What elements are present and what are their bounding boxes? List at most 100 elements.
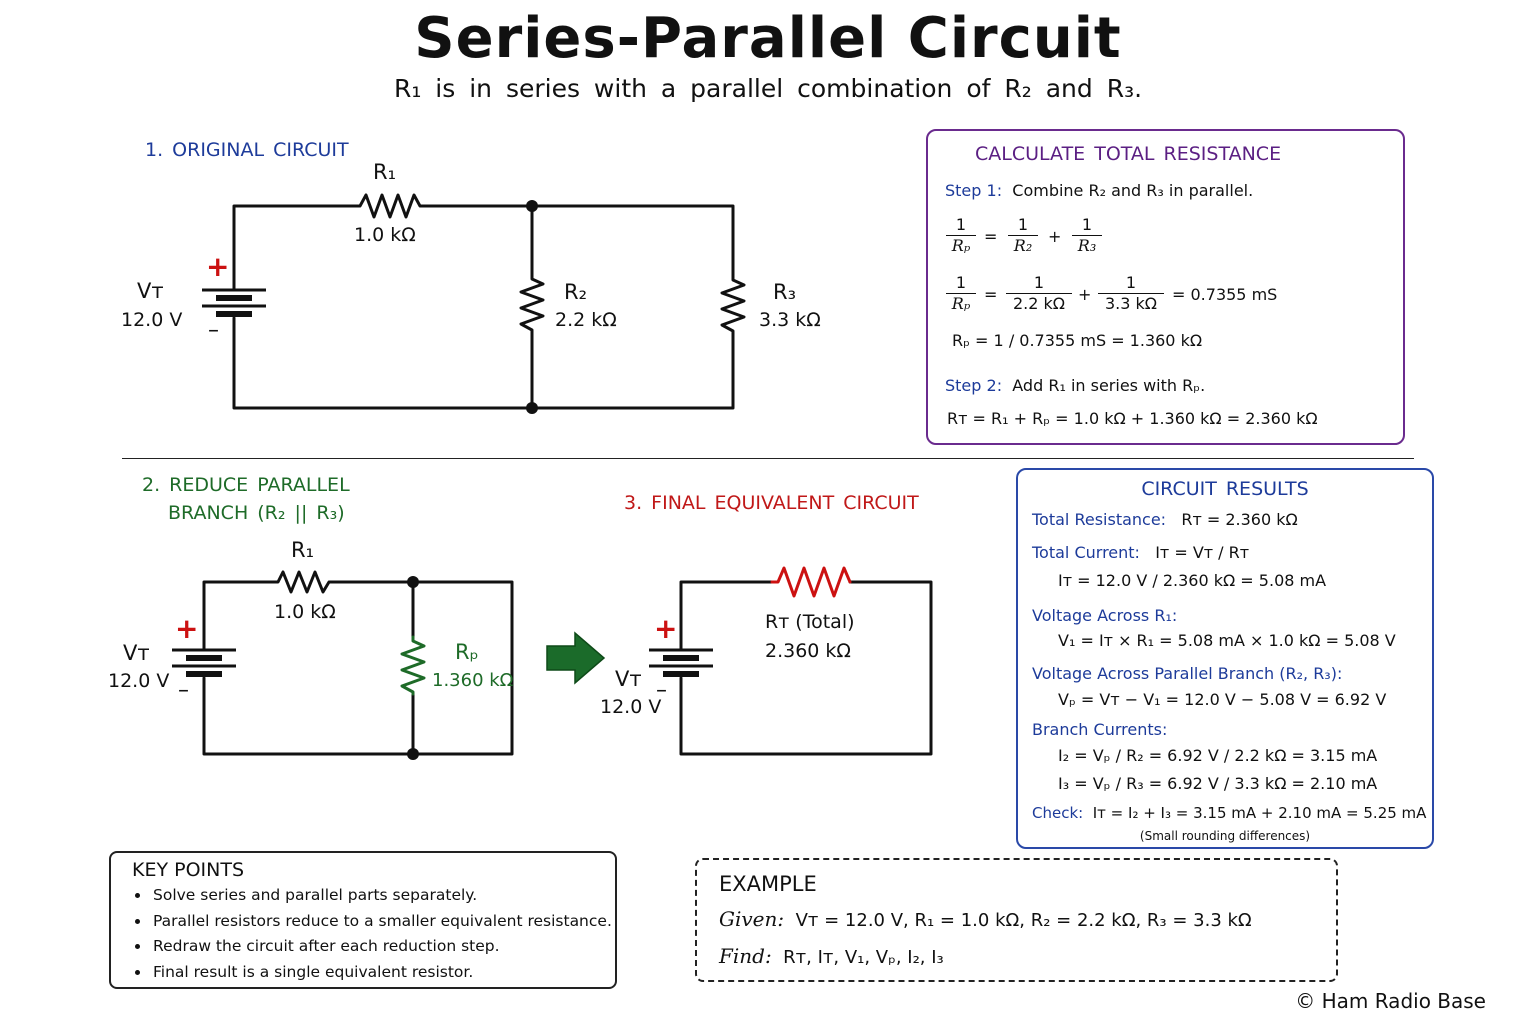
results-v-par-label: Voltage Across Parallel Branch (R₂, R₃): <box>1032 664 1343 683</box>
c3-resistor-rt <box>770 566 852 598</box>
calc-eq1-den-r2: R₂ <box>1008 235 1038 255</box>
c3-source-label: Vᴛ <box>615 667 642 691</box>
c2-rp-label: Rₚ <box>455 640 479 664</box>
c2-junction-top <box>407 576 419 588</box>
c1-wire-bottom <box>232 316 735 410</box>
c3-rt-label: Rᴛ (Total) <box>765 611 855 633</box>
key-points-heading: KEY POINTS <box>132 859 245 881</box>
section-reduce-title-line1: 2. REDUCE PARALLEL <box>142 474 350 496</box>
key-points-list: Solve series and parallel parts separate… <box>131 883 612 985</box>
calc-eq2-frac-r2: 1 2.2 kΩ <box>1006 273 1072 313</box>
c1-r3-label: R₃ <box>773 280 797 304</box>
results-heading: CIRCUIT RESULTS <box>1141 478 1309 500</box>
c1-resistor-r2 <box>519 273 545 336</box>
c1-junction-bottom <box>526 402 538 414</box>
c3-battery-symbol <box>649 648 713 677</box>
c1-r2-label: R₂ <box>564 280 588 304</box>
c2-r1-value: 1.0 kΩ <box>274 601 336 623</box>
calc-eq1-num-r2: 1 <box>1017 215 1029 234</box>
c2-rp-value: 1.360 kΩ <box>432 670 514 691</box>
calc-box-heading: CALCULATE TOTAL RESISTANCE <box>975 143 1282 165</box>
calc-eq2-equals: = <box>984 285 998 304</box>
results-box: CIRCUIT RESULTS Total Resistance: Rᴛ = 2… <box>1016 468 1434 849</box>
calc-eq1-num-r3: 1 <box>1081 215 1093 234</box>
key-points-box: KEY POINTS Solve series and parallel par… <box>109 851 617 989</box>
calc-eq1-frac-r2: 1 R₂ <box>1008 215 1038 255</box>
section-original-title: 1. ORIGINAL CIRCUIT <box>145 139 349 161</box>
c2-r1-label: R₁ <box>291 538 315 562</box>
calc-eq1-frac-rp: 1 Rₚ <box>946 215 976 255</box>
c2-source-value: 12.0 V <box>108 670 170 692</box>
c3-wire-loop <box>679 580 933 756</box>
c2-source-label: Vᴛ <box>123 641 150 665</box>
c3-rt-value: 2.360 kΩ <box>765 640 851 662</box>
results-total-current-calc: Iᴛ = 12.0 V / 2.360 kΩ = 5.08 mA <box>1058 571 1327 590</box>
c1-battery-symbol <box>202 288 266 317</box>
calc-eq1-den-rp: Rₚ <box>946 235 976 255</box>
c1-plus-sign: + <box>206 250 230 283</box>
calc-step1-label: Step 1: <box>945 181 1003 200</box>
results-total-resistance: Total Resistance: Rᴛ = 2.360 kΩ <box>1032 510 1298 529</box>
calc-eq2-num-r3: 1 <box>1125 273 1137 292</box>
example-find-label: Find: <box>719 944 772 968</box>
results-check-label: Check: <box>1032 804 1084 822</box>
results-v-r1-label: Voltage Across R₁: <box>1032 606 1178 625</box>
calc-eq2-den-r3: 3.3 kΩ <box>1098 293 1164 313</box>
circuit1-wires <box>232 193 746 410</box>
c1-resistor-r1 <box>352 193 428 219</box>
calc-box: CALCULATE TOTAL RESISTANCE Step 1: Combi… <box>926 129 1405 445</box>
c1-r1-value: 1.0 kΩ <box>354 224 416 246</box>
key-point-item: Redraw the circuit after each reduction … <box>151 934 612 960</box>
calc-eq1-plus: + <box>1048 227 1062 246</box>
c1-wire-top-right <box>424 204 735 278</box>
calc-eq2-num-rp: 1 <box>955 273 967 292</box>
c2-minus-sign: – <box>178 678 189 703</box>
calc-eq2-den-r2: 2.2 kΩ <box>1006 293 1072 313</box>
c3-plus-sign: + <box>654 612 678 645</box>
calc-eq2-frac-rp: 1 Rₚ <box>946 273 976 313</box>
c1-resistor-r3 <box>720 274 746 337</box>
calc-eq2-frac-r3: 1 3.3 kΩ <box>1098 273 1164 313</box>
section-final-title: 3. FINAL EQUIVALENT CIRCUIT <box>624 492 919 514</box>
c1-source-value: 12.0 V <box>121 309 183 331</box>
example-box: EXAMPLE Given: Vᴛ = 12.0 V, R₁ = 1.0 kΩ,… <box>695 858 1338 982</box>
results-total-resistance-value: Rᴛ = 2.360 kΩ <box>1181 510 1298 529</box>
c1-minus-sign: – <box>208 318 219 343</box>
calc-step2: Step 2: Add R₁ in series with Rₚ. <box>945 376 1205 395</box>
key-point-item: Solve series and parallel parts separate… <box>151 883 612 909</box>
results-i3-calc: I₃ = Vₚ / R₃ = 6.92 V / 3.3 kΩ = 2.10 mA <box>1058 774 1378 793</box>
calc-eq4: Rᴛ = R₁ + Rₚ = 1.0 kΩ + 1.360 kΩ = 2.360… <box>947 409 1318 428</box>
copyright-text: © Ham Radio Base <box>1295 989 1486 1013</box>
page-title: Series-Parallel Circuit <box>414 6 1122 71</box>
results-total-current-formula: Iᴛ = Vᴛ / Rᴛ <box>1155 543 1250 562</box>
results-v-r1-calc: V₁ = Iᴛ × R₁ = 5.08 mA × 1.0 kΩ = 5.08 V <box>1058 631 1396 650</box>
section-reduce-title-line2: BRANCH (R₂ || R₃) <box>168 502 345 524</box>
example-find: Find: Rᴛ, Iᴛ, V₁, Vₚ, I₂, I₃ <box>719 944 944 968</box>
calc-step1-text: Combine R₂ and R₃ in parallel. <box>1012 181 1254 200</box>
c1-source-label: Vᴛ <box>137 279 164 303</box>
c1-r2-value: 2.2 kΩ <box>555 309 617 331</box>
circuit2-wires <box>202 570 514 756</box>
c2-resistor-rp <box>400 635 426 696</box>
results-v-par-calc: Vₚ = Vᴛ − V₁ = 12.0 V − 5.08 V = 6.92 V <box>1058 690 1387 709</box>
calc-eq2-result: = 0.7355 mS <box>1172 285 1278 304</box>
key-point-item: Parallel resistors reduce to a smaller e… <box>151 909 612 935</box>
reduction-arrow-icon <box>546 631 606 685</box>
calc-step1: Step 1: Combine R₂ and R₃ in parallel. <box>945 181 1253 200</box>
calc-eq1-frac-r3: 1 R₃ <box>1072 215 1102 255</box>
page-subtitle: R₁ is in series with a parallel combinat… <box>393 74 1143 103</box>
section-divider <box>122 458 1414 459</box>
results-i2-calc: I₂ = Vₚ / R₂ = 6.92 V / 2.2 kΩ = 3.15 mA <box>1058 746 1378 765</box>
results-total-current-label: Total Current: <box>1032 543 1140 562</box>
example-given-label: Given: <box>719 907 785 931</box>
results-check: Check: Iᴛ = I₂ + I₃ = 3.15 mA + 2.10 mA … <box>1032 804 1426 822</box>
c2-battery-symbol <box>172 648 236 677</box>
c3-minus-sign: – <box>656 678 667 703</box>
calc-eq2-plus: + <box>1078 285 1092 304</box>
c1-junction-top <box>526 200 538 212</box>
c1-r3-value: 3.3 kΩ <box>759 309 821 331</box>
results-branch-label: Branch Currents: <box>1032 720 1168 739</box>
c2-wire-left-top <box>202 580 275 652</box>
calc-eq1-num-rp: 1 <box>955 215 967 234</box>
